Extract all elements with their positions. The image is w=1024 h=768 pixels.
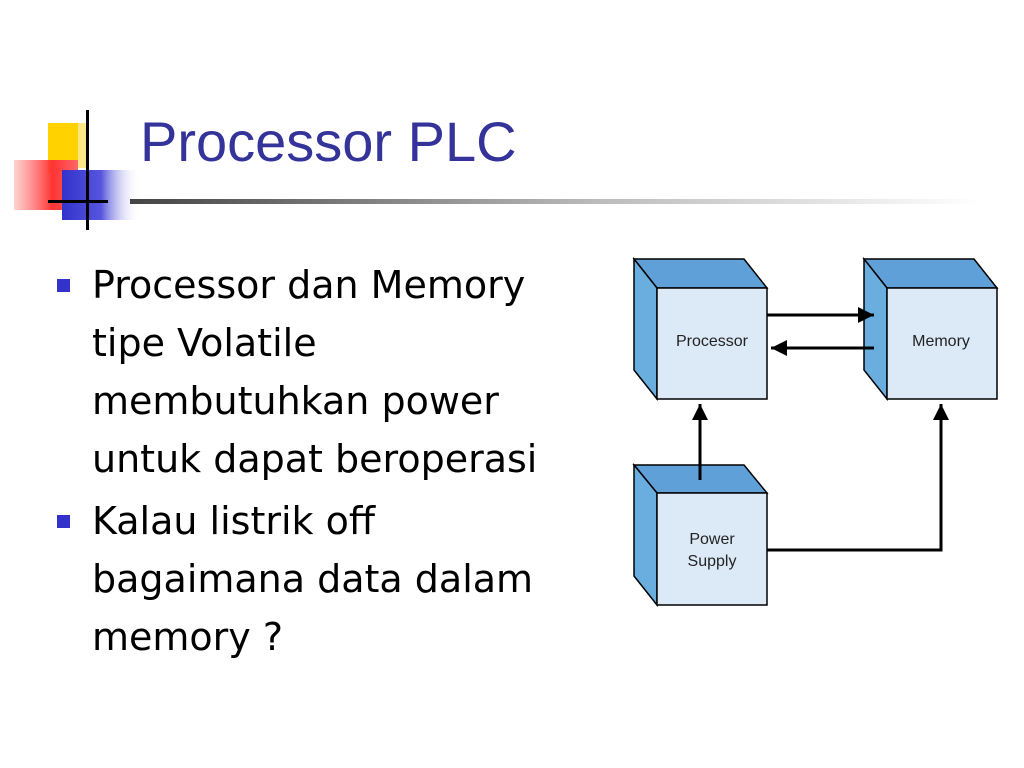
processor-box: Processor	[632, 256, 769, 402]
memory-label: Memory	[912, 333, 970, 350]
plc-block-diagram: Processor Memory Power Supply	[632, 256, 999, 608]
bullet-item: Kalau listrik off bagaimana data dalam m…	[50, 492, 590, 666]
memory-box: Memory	[862, 256, 999, 402]
bullet-text: Processor dan Memory tipe Volatile membu…	[92, 263, 538, 481]
bullet-square-icon	[57, 279, 70, 292]
page-title: Processor PLC	[140, 110, 517, 173]
arrow-power-to-memory	[767, 404, 949, 552]
power-supply-box: Power Supply	[632, 462, 769, 608]
bullet-text: Kalau listrik off bagaimana data dalam m…	[92, 499, 534, 659]
power-supply-label-line1: Power	[689, 531, 735, 548]
decorative-logo-icon	[14, 110, 140, 230]
title-underline	[130, 199, 980, 204]
bullet-list: Processor dan Memory tipe Volatile membu…	[50, 256, 590, 670]
bullet-item: Processor dan Memory tipe Volatile membu…	[50, 256, 590, 488]
bullet-square-icon	[57, 515, 70, 528]
processor-label: Processor	[676, 333, 749, 350]
power-supply-label-line2: Supply	[688, 553, 737, 570]
